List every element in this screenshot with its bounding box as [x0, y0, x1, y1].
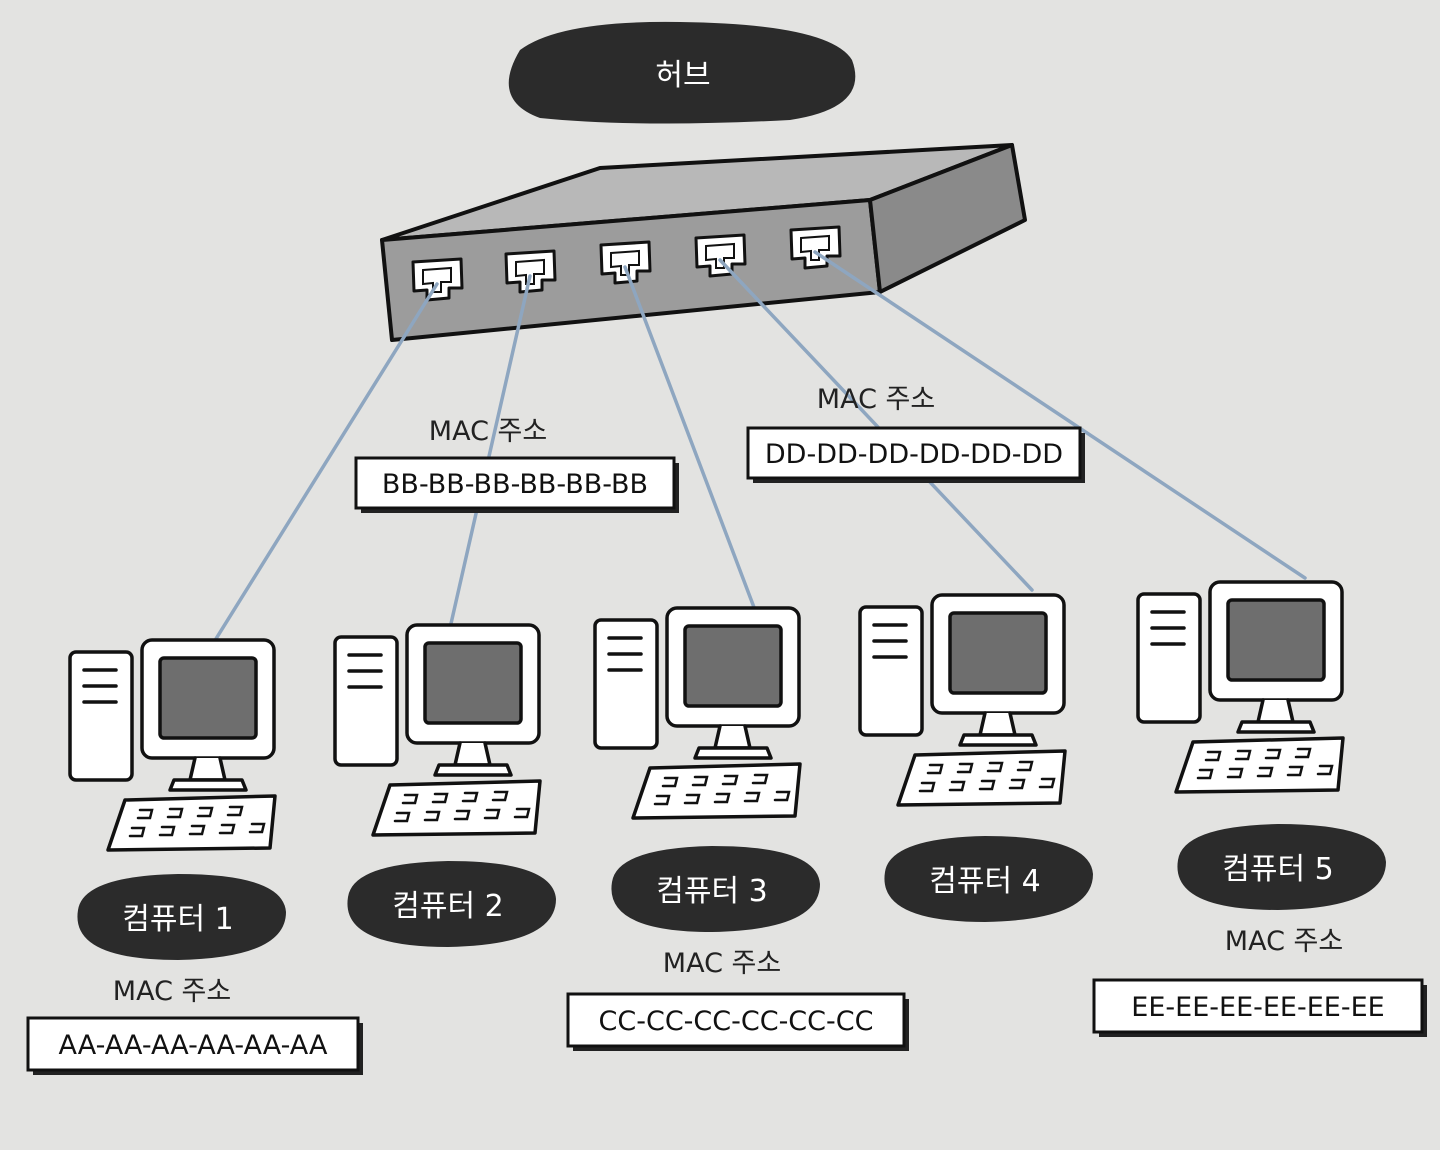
computer-name-pill — [611, 846, 820, 932]
tower-case — [593, 618, 659, 750]
computer-3: 컴퓨터 3 MAC 주소 CC-CC-CC-CC-CC-CC — [566, 606, 909, 1051]
tower-case — [858, 605, 924, 737]
keyboard — [106, 794, 277, 852]
mac-address-label: MAC 주소 — [817, 384, 935, 415]
computer-icon — [1136, 580, 1345, 794]
computers: 컴퓨터 1 MAC 주소 AA-AA-AA-AA-AA-AA 컴퓨터 2 MAC 주소 B… — [26, 384, 1427, 1075]
computer-name-pill — [1177, 824, 1386, 910]
keyboard — [896, 749, 1067, 807]
computer-icon — [858, 593, 1067, 807]
keyboard-keys — [393, 790, 531, 823]
tower-case — [333, 635, 399, 767]
tower-case — [68, 650, 134, 782]
monitor-screen — [1226, 598, 1326, 682]
mac-address-value: CC-CC-CC-CC-CC-CC — [599, 1006, 874, 1037]
computer-name-pill — [347, 861, 556, 947]
mac-address-label: MAC 주소 — [1225, 926, 1343, 957]
tower-case — [1136, 592, 1202, 724]
computer-5: 컴퓨터 5 MAC 주소 EE-EE-EE-EE-EE-EE — [1092, 580, 1427, 1037]
computer-4: 컴퓨터 4 MAC 주소 DD-DD-DD-DD-DD-DD — [746, 384, 1093, 922]
hub-title-text: 허브 — [655, 58, 710, 93]
mac-address-value: BB-BB-BB-BB-BB-BB — [382, 469, 648, 500]
keyboard-keys — [653, 773, 791, 806]
keyboard-keys — [128, 805, 266, 838]
monitor-screen — [158, 656, 258, 740]
cables — [212, 250, 1307, 644]
mac-address-label: MAC 주소 — [429, 416, 547, 447]
mac-address-box — [354, 456, 676, 510]
hub-title: 허브 — [508, 21, 856, 124]
computer-name: 컴퓨터 1 — [122, 902, 233, 937]
computer-2: 컴퓨터 2 MAC 주소 BB-BB-BB-BB-BB-BB — [333, 416, 679, 947]
hub-port — [411, 257, 464, 302]
keyboard — [1174, 736, 1345, 794]
computer-1: 컴퓨터 1 MAC 주소 AA-AA-AA-AA-AA-AA — [26, 638, 363, 1075]
cable — [448, 274, 532, 630]
cable — [718, 258, 1034, 592]
computer-icon — [593, 606, 802, 820]
computer-name: 컴퓨터 5 — [1222, 852, 1333, 887]
hub-title-pill — [508, 21, 856, 124]
computer-name-pill — [884, 836, 1093, 922]
cable — [212, 282, 439, 644]
mac-address-box — [1092, 978, 1424, 1034]
computer-name: 컴퓨터 3 — [656, 874, 767, 909]
mac-address-box — [26, 1016, 360, 1072]
mac-address-box — [746, 426, 1082, 480]
mac-address-value: AA-AA-AA-AA-AA-AA — [59, 1030, 328, 1061]
monitor-screen — [683, 624, 783, 708]
mac-address-label: MAC 주소 — [113, 976, 231, 1007]
hub-ports — [411, 225, 842, 302]
monitor-screen — [423, 641, 523, 725]
keyboard-keys — [1196, 747, 1334, 780]
computer-name-pill — [77, 874, 286, 960]
mac-address-value: DD-DD-DD-DD-DD-DD — [765, 439, 1063, 470]
cable — [813, 250, 1307, 580]
computer-icon — [333, 623, 542, 837]
monitor-screen — [948, 611, 1048, 695]
mac-address-label: MAC 주소 — [663, 948, 781, 979]
hub-port — [789, 225, 842, 270]
mac-address-box — [566, 992, 906, 1048]
cable — [623, 265, 757, 612]
keyboard — [371, 779, 542, 837]
hub-port — [504, 249, 557, 294]
computer-name: 컴퓨터 4 — [929, 864, 1040, 899]
hub-side — [868, 143, 1027, 294]
keyboard-keys — [918, 760, 1056, 793]
mac-address-value: EE-EE-EE-EE-EE-EE — [1131, 992, 1384, 1023]
computer-icon — [68, 638, 277, 852]
computer-name: 컴퓨터 2 — [392, 889, 503, 924]
keyboard — [631, 762, 802, 820]
